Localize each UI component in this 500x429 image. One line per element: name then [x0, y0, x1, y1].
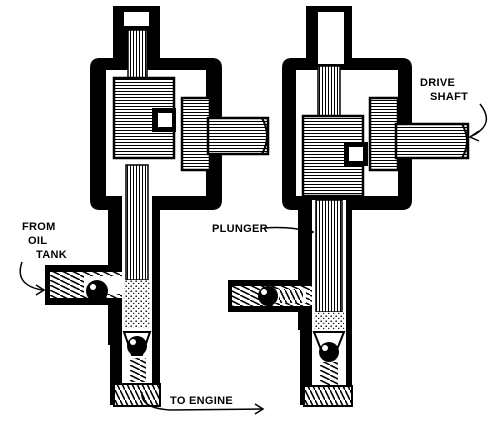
- right-pump: [228, 6, 470, 407]
- label-plunger: PLUNGER: [212, 223, 268, 235]
- left-oil-charge: [124, 280, 150, 328]
- label-drive: DRIVE: [420, 77, 455, 89]
- left-outlet-thread: [113, 383, 161, 407]
- right-gear: [368, 96, 400, 172]
- right-plunger-upper: [317, 65, 341, 117]
- label-oil: OIL: [28, 235, 47, 247]
- left-plunger-upper: [127, 29, 148, 79]
- label-drive-shaft: DRIVE SHAFT: [420, 77, 468, 103]
- right-inlet-spring: [279, 289, 303, 303]
- right-pump-top-cap: [318, 12, 344, 64]
- arrow-to-engine: [141, 391, 263, 411]
- left-pump-top-cap: [124, 12, 149, 26]
- arrow-drive-shaft: [471, 103, 488, 137]
- label-to-engine: TO ENGINE: [170, 395, 233, 407]
- right-drive-shaft: [394, 122, 470, 160]
- left-valve-spring: [130, 358, 146, 382]
- right-valve-ball: [319, 342, 339, 362]
- label-from-oil-tank: FROM OIL TANK: [22, 221, 67, 261]
- label-tank: TANK: [36, 249, 67, 261]
- left-valve-ball: [127, 336, 147, 356]
- label-from: FROM: [22, 221, 56, 233]
- left-pump: [45, 6, 270, 407]
- left-gear: [180, 96, 212, 172]
- label-shaft: SHAFT: [430, 91, 468, 103]
- right-inlet-ball: [258, 286, 278, 306]
- left-drive-shaft: [206, 116, 270, 156]
- arrow-plunger: [263, 226, 313, 233]
- right-plunger-lower: [315, 199, 343, 313]
- left-inlet-ball: [86, 280, 108, 302]
- right-oil-charge: [314, 312, 344, 330]
- right-outlet-thread: [303, 385, 353, 407]
- right-valve-spring: [320, 362, 338, 386]
- left-plunger-lower: [125, 164, 149, 281]
- arrow-from-oil-tank: [19, 261, 43, 291]
